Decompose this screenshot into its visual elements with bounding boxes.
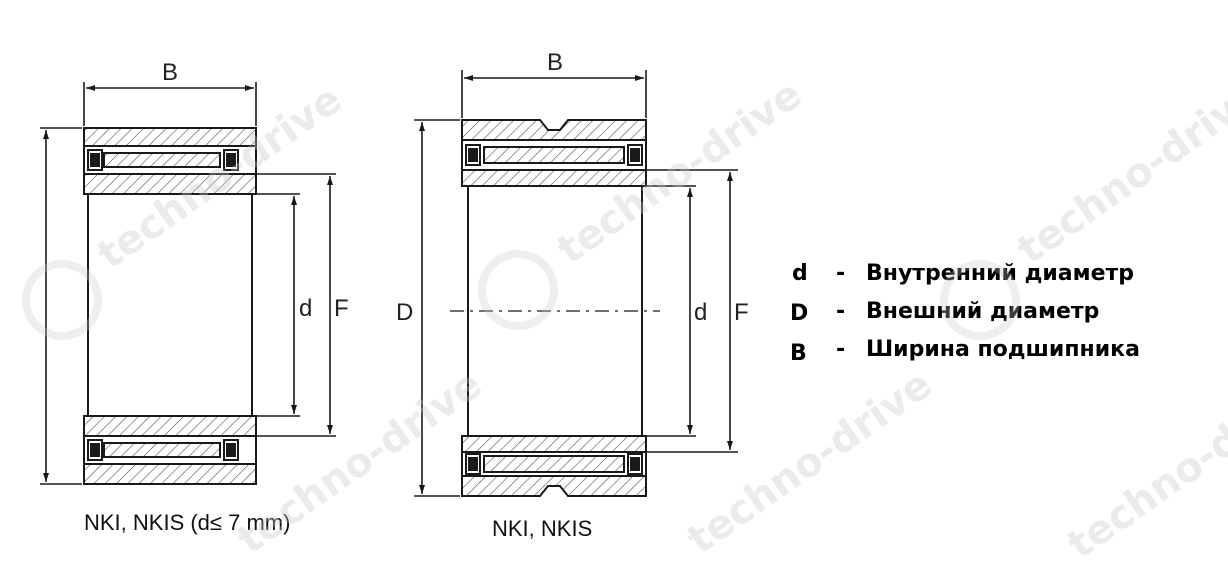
left-top-needle [103, 152, 221, 168]
right-caption: NKI, NKIS [492, 516, 592, 541]
right-bottom-needle [483, 455, 625, 473]
left-bearing-section [83, 127, 257, 485]
right-bearing-section [461, 119, 647, 497]
right-D-label: D [396, 299, 413, 326]
legend-key-B: B [790, 341, 807, 366]
right-bottom-inner-ring [461, 435, 647, 453]
left-d-label: d [299, 295, 312, 322]
right-dimensions [414, 70, 738, 497]
legend-dash-d: - [836, 261, 845, 286]
watermark-logo-icon [22, 250, 1020, 340]
legend-text-D: Внешний диаметр [866, 299, 1099, 324]
legend-key-d: d [792, 261, 808, 286]
right-top-outer-ring [461, 119, 647, 141]
left-caption: NKI, NKIS (d≤ 7 mm) [84, 510, 290, 535]
right-b-label: B [547, 49, 563, 76]
right-d-label: d [694, 299, 707, 326]
right-top-inner-ring [461, 169, 647, 187]
legend-dash-B: - [836, 337, 845, 362]
legend-key-D: D [790, 301, 808, 326]
left-top-inner-ring [83, 173, 257, 195]
watermark-text-5: techno-drive [679, 361, 940, 561]
right-top-needle [483, 146, 625, 164]
left-bottom-outer-ring [83, 463, 257, 485]
legend: d - Внутренний диаметр D - Внешний диаме… [790, 261, 1140, 366]
right-bottom-outer-ring [461, 475, 647, 497]
watermark-text-6: techno-drive [1059, 366, 1228, 561]
left-b-label: B [162, 59, 178, 86]
legend-text-B: Ширина подшипника [866, 337, 1140, 362]
left-bottom-inner-ring [83, 415, 257, 437]
watermark-text-3: techno-drive [1009, 71, 1228, 273]
left-bottom-needle [103, 442, 221, 458]
legend-text-d: Внутренний диаметр [866, 261, 1134, 286]
watermark-text-4: techno-drive [229, 361, 490, 561]
legend-dash-D: - [836, 299, 845, 324]
left-f-label: F [334, 295, 349, 322]
left-dimensions [40, 82, 336, 485]
right-f-label: F [734, 299, 749, 326]
